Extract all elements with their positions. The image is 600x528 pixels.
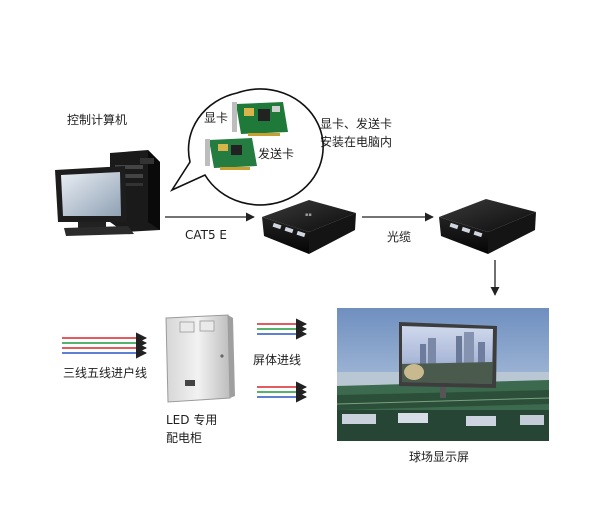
svg-text:▪▪: ▪▪ xyxy=(305,212,312,218)
cabinet-label-line2: 配电柜 xyxy=(166,431,203,445)
sender-card-label: 发送卡 xyxy=(258,147,295,161)
incoming-power-wires-icon xyxy=(62,332,148,359)
cat5-label: CAT5 E xyxy=(185,228,228,242)
electrical-cabinet-icon xyxy=(165,314,235,403)
cabinet-label: LED 专用 配电柜 xyxy=(166,413,217,446)
led-controller-box-2 xyxy=(439,199,536,254)
stadium-led-screen-icon xyxy=(336,308,550,441)
graphics-card-icon xyxy=(232,102,288,136)
fiber-label: 光缆 xyxy=(387,230,412,244)
install-note-line1: 显卡、发送卡 xyxy=(320,117,393,131)
led-controller-box-1: ▪▪ xyxy=(262,200,356,254)
screen-feed-wires-top xyxy=(257,318,308,340)
sender-card-icon xyxy=(205,138,257,170)
screen-input-label: 屏体进线 xyxy=(253,353,302,367)
power-input-label: 三线五线进户线 xyxy=(63,366,148,380)
screen-feed-wires-bottom xyxy=(257,381,308,403)
install-note-line2: 安装在电脑内 xyxy=(320,135,393,149)
install-note: 显卡、发送卡 安装在电脑内 xyxy=(320,117,392,150)
stadium-screen-label: 球场显示屏 xyxy=(409,450,470,464)
cabinet-label-line1: LED 专用 xyxy=(166,413,218,427)
control-computer-label: 控制计算机 xyxy=(67,113,128,127)
graphics-card-label: 显卡 xyxy=(204,111,229,125)
desktop-computer-icon xyxy=(55,150,160,236)
